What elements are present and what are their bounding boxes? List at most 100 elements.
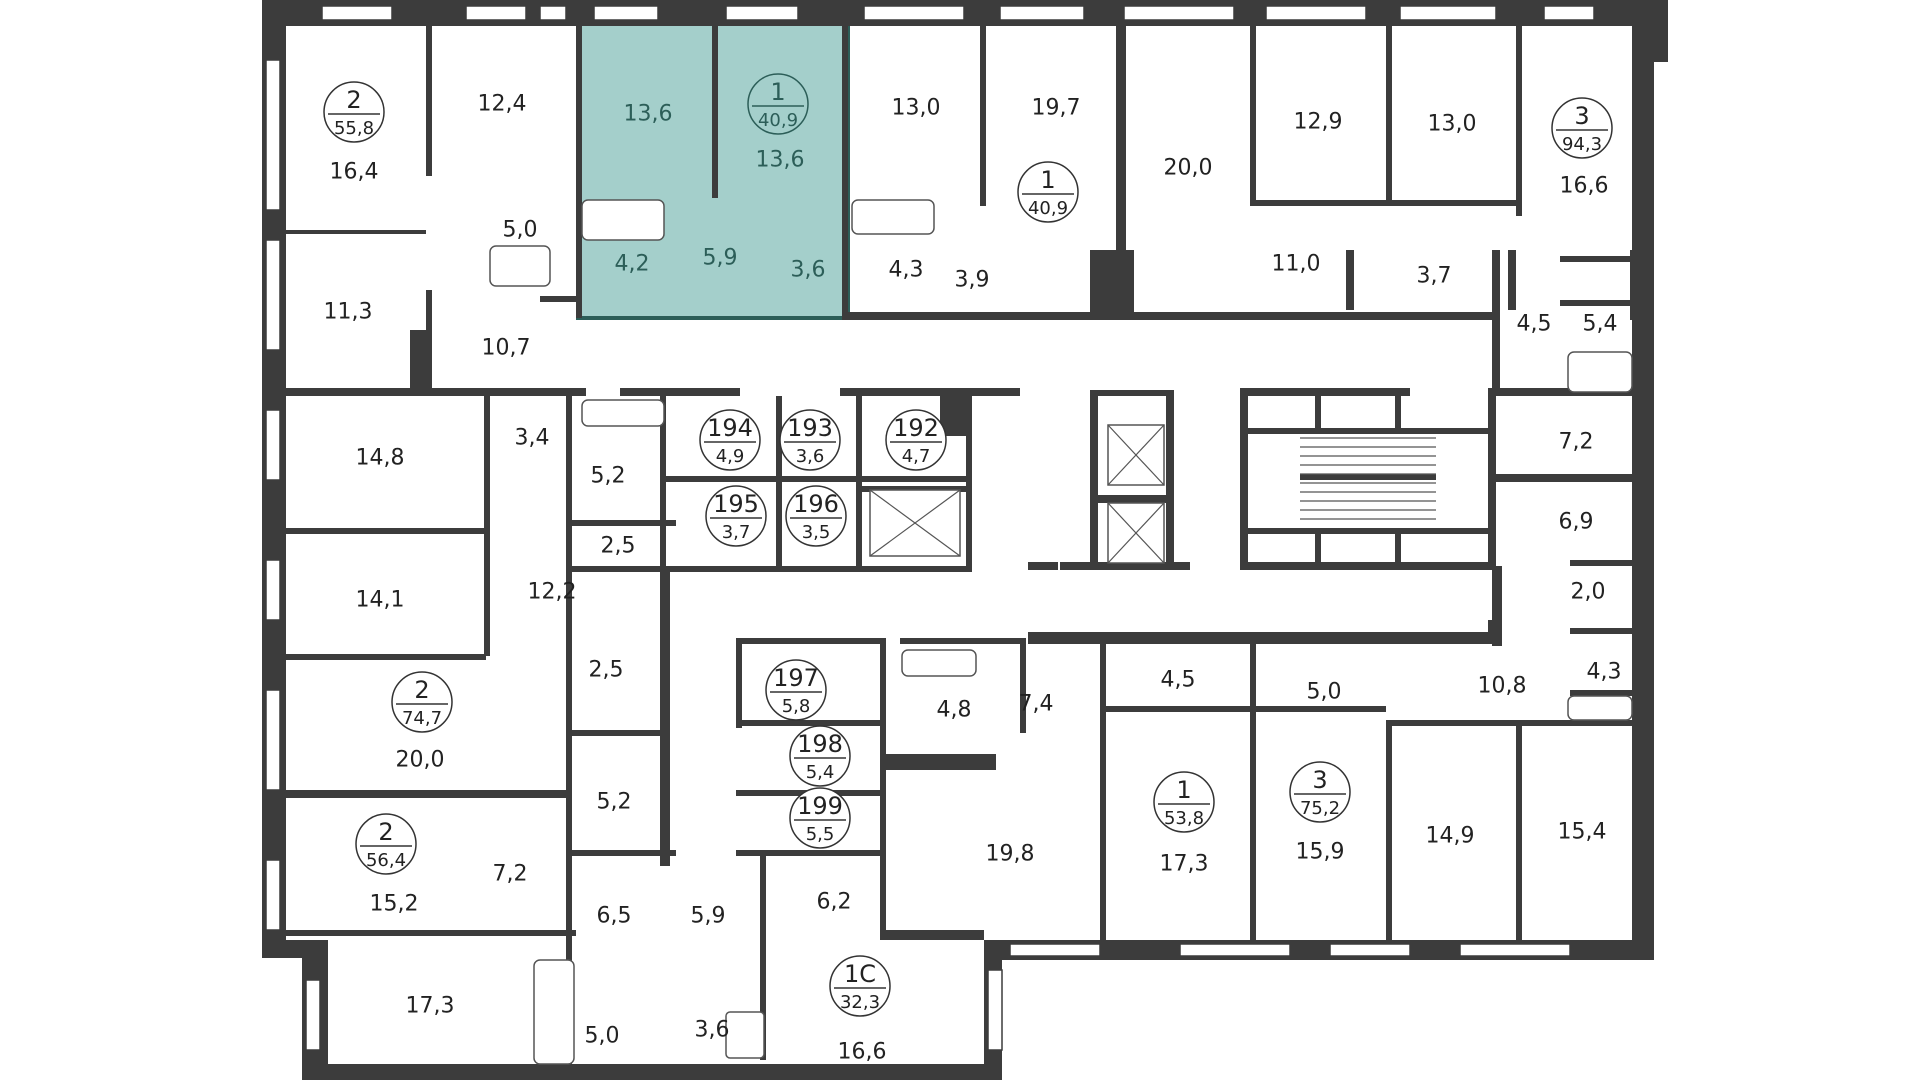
apartment-area: 74,7: [402, 708, 442, 729]
room-area: 5,0: [1307, 680, 1342, 705]
room-area: 3,6: [695, 1018, 730, 1043]
apartment-badge[interactable]: 2 74,7: [391, 671, 453, 733]
storage-number: 198: [797, 730, 843, 758]
room-area: 12,9: [1294, 110, 1343, 135]
storage-badge[interactable]: 195 3,7: [705, 485, 767, 547]
apartment-badge[interactable]: 2 55,8: [323, 81, 385, 143]
room-area: 6,2: [817, 890, 852, 915]
apartment-badge-selected[interactable]: 1 40,9: [747, 73, 809, 135]
storage-area: 5,8: [782, 696, 811, 717]
apartment-badge[interactable]: 1 40,9: [1017, 161, 1079, 223]
room-area: 14,8: [356, 446, 405, 471]
apartment-area: 40,9: [758, 110, 798, 131]
storage-number: 196: [793, 490, 839, 518]
storage-area: 3,7: [722, 522, 751, 543]
room-area: 15,9: [1296, 840, 1345, 865]
apartment-rooms: 1: [770, 78, 785, 106]
apartment-rooms: 2: [414, 676, 429, 704]
room-area: 5,0: [503, 218, 538, 243]
storage-area: 5,5: [806, 824, 835, 845]
room-area: 6,9: [1559, 510, 1594, 535]
storage-number: 192: [893, 414, 939, 442]
storage-number: 194: [707, 414, 753, 442]
stair-treads: [1300, 437, 1436, 520]
room-area: 13,6: [624, 102, 673, 127]
storage-badge[interactable]: 197 5,8: [765, 659, 827, 721]
apartment-area: 40,9: [1028, 198, 1068, 219]
room-area: 20,0: [396, 748, 445, 773]
apartment-area: 75,2: [1300, 798, 1340, 819]
storage-badge[interactable]: 199 5,5: [789, 787, 851, 849]
room-area: 10,7: [482, 336, 531, 361]
storage-badge[interactable]: 192 4,7: [885, 409, 947, 471]
room-area: 12,4: [478, 92, 527, 117]
apartment-badge[interactable]: 3 94,3: [1551, 97, 1613, 159]
apartment-badge[interactable]: 1С 32,3: [829, 955, 891, 1017]
storage-area: 5,4: [806, 762, 835, 783]
room-area: 5,9: [703, 246, 738, 271]
room-area: 15,4: [1558, 820, 1607, 845]
room-area: 19,8: [986, 842, 1035, 867]
room-area: 15,2: [370, 892, 419, 917]
apartment-rooms: 3: [1312, 766, 1327, 794]
apartment-area: 53,8: [1164, 808, 1204, 829]
room-area: 17,3: [1160, 852, 1209, 877]
storage-badge[interactable]: 193 3,6: [779, 409, 841, 471]
room-area: 4,5: [1161, 668, 1196, 693]
storage-area: 3,5: [802, 522, 831, 543]
room-area: 5,2: [597, 790, 632, 815]
room-area: 11,0: [1272, 252, 1321, 277]
apartment-badge[interactable]: 2 56,4: [355, 813, 417, 875]
apartment-area: 94,3: [1562, 134, 1602, 155]
room-area: 5,0: [585, 1024, 620, 1049]
room-area: 5,4: [1583, 312, 1618, 337]
room-area: 5,2: [591, 464, 626, 489]
apartment-badge[interactable]: 1 53,8: [1153, 771, 1215, 833]
storage-number: 199: [797, 792, 843, 820]
storage-badge[interactable]: 198 5,4: [789, 725, 851, 787]
elevator-shafts: [869, 424, 1165, 564]
storage-badge[interactable]: 196 3,5: [785, 485, 847, 547]
room-area: 16,6: [838, 1040, 887, 1065]
room-area: 17,3: [406, 994, 455, 1019]
storage-area: 4,9: [716, 446, 745, 467]
interior-walls: [286, 18, 1642, 1064]
apartment-rooms: 2: [378, 818, 393, 846]
storage-badge[interactable]: 194 4,9: [699, 409, 761, 471]
apartment-area: 56,4: [366, 850, 406, 871]
apartment-rooms: 2: [346, 86, 361, 114]
apartment-badge[interactable]: 3 75,2: [1289, 761, 1351, 823]
storage-number: 195: [713, 490, 759, 518]
room-area: 4,3: [1587, 660, 1622, 685]
room-area: 13,0: [1428, 112, 1477, 137]
room-area: 16,4: [330, 160, 379, 185]
room-area: 19,7: [1032, 96, 1081, 121]
room-area: 13,6: [756, 148, 805, 173]
room-area: 13,0: [892, 96, 941, 121]
room-area: 3,7: [1417, 264, 1452, 289]
room-area: 2,0: [1571, 580, 1606, 605]
room-area: 14,9: [1426, 824, 1475, 849]
storage-number: 197: [773, 664, 819, 692]
storage-number: 193: [787, 414, 833, 442]
room-area: 20,0: [1164, 156, 1213, 181]
fixtures: [489, 199, 1633, 1065]
room-area: 6,5: [597, 904, 632, 929]
room-area: 7,4: [1019, 692, 1054, 717]
room-area: 16,6: [1560, 174, 1609, 199]
apartment-rooms: 1: [1176, 776, 1191, 804]
exterior-walls: [262, 0, 1668, 1080]
room-area: 10,8: [1478, 674, 1527, 699]
room-area: 2,5: [601, 534, 636, 559]
room-area: 3,6: [791, 258, 826, 283]
storage-area: 3,6: [796, 446, 825, 467]
room-area: 3,4: [515, 426, 550, 451]
apartment-rooms: 1С: [844, 960, 876, 988]
room-area: 14,1: [356, 588, 405, 613]
room-area: 4,2: [615, 252, 650, 277]
room-area: 4,3: [889, 258, 924, 283]
apartment-rooms: 1: [1040, 166, 1055, 194]
room-area: 7,2: [1559, 430, 1594, 455]
windows: [265, 5, 1595, 1051]
